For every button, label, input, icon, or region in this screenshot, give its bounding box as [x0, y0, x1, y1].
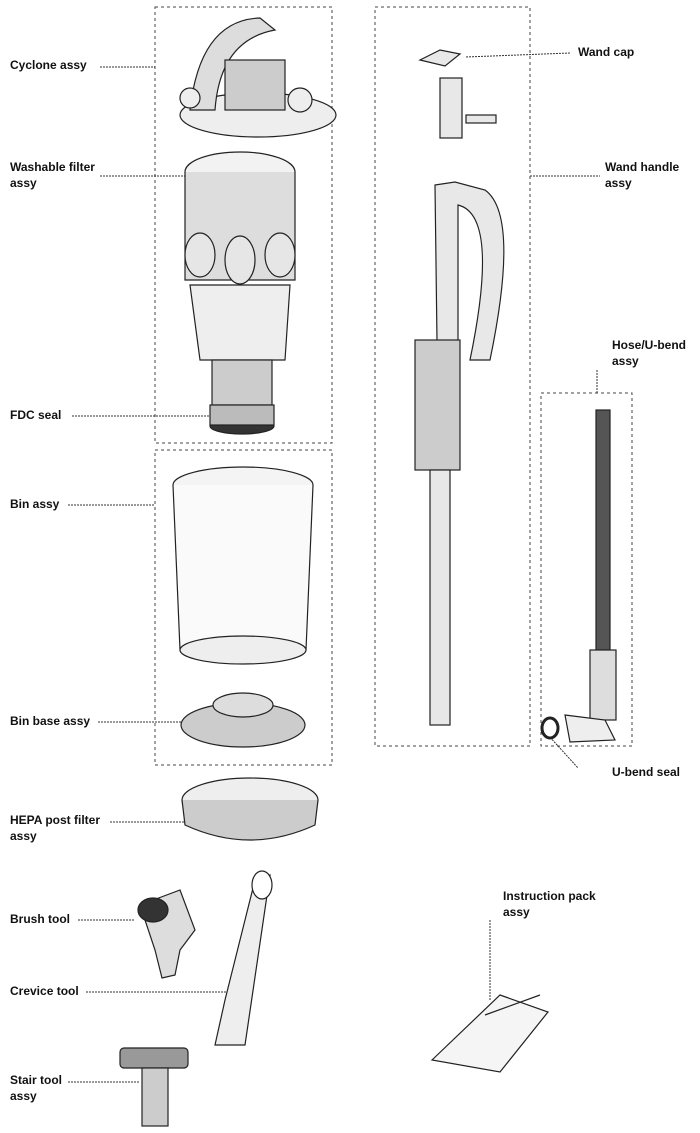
- label-cyclone-assy: Cyclone assy: [10, 58, 87, 72]
- label-ubend-seal: U-bend seal: [612, 765, 681, 779]
- hose-group-box: [540, 392, 633, 747]
- label-washable-filter: Washable filter: [10, 160, 95, 174]
- label-wand-handle: Wand handle: [605, 160, 680, 174]
- label-brush-tool: Brush tool: [10, 912, 70, 926]
- label-stair-tool: Stair tool: [10, 1073, 63, 1087]
- label-bin-assy: Bin assy: [10, 497, 60, 511]
- label-stair-tool-line2: assy: [10, 1089, 37, 1103]
- label-hose-ubend-line2: assy: [612, 354, 639, 368]
- label-hepa-post-filter-line2: assy: [10, 829, 37, 843]
- instruction-pack-drawing: [430, 994, 549, 1073]
- label-crevice-tool: Crevice tool: [10, 984, 79, 998]
- cyclone-assy-drawing: [179, 17, 337, 138]
- wand-drawing: [414, 49, 505, 726]
- hepa-filter-drawing: [181, 777, 319, 841]
- label-fdc-seal: FDC seal: [10, 408, 62, 422]
- label-hepa-post-filter: HEPA post filter: [10, 813, 101, 827]
- washable-filter-drawing: [184, 151, 296, 435]
- label-bin-base-assy: Bin base assy: [10, 714, 91, 728]
- label-instruction-pack-line2: assy: [503, 905, 530, 919]
- label-instruction-pack: Instruction pack: [503, 889, 596, 903]
- tools-drawing: [119, 870, 273, 1127]
- label-wand-cap: Wand cap: [578, 45, 635, 59]
- hose-drawing: [540, 409, 617, 743]
- wand-group-box: [374, 6, 531, 747]
- label-wand-handle-line2: assy: [605, 176, 632, 190]
- label-washable-filter-line2: assy: [10, 176, 37, 190]
- cyclone-group-box: [154, 6, 333, 444]
- label-hose-ubend: Hose/U-bend: [612, 338, 687, 352]
- bin-drawing: [172, 466, 314, 748]
